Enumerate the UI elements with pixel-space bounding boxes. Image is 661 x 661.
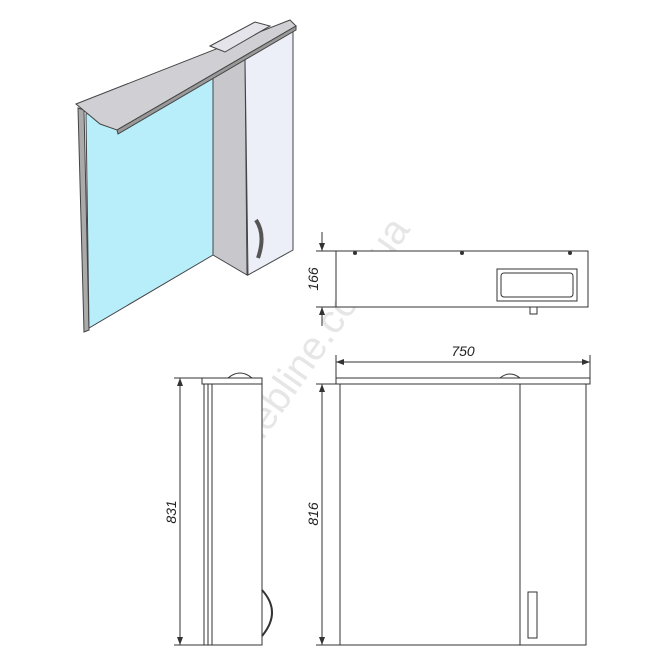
front-height-dimension-label: 816	[305, 502, 321, 526]
depth-dimension-label: 166	[305, 267, 321, 291]
isometric-view	[75, 19, 297, 333]
cabinet-door	[244, 29, 294, 276]
lamp	[208, 21, 272, 53]
shelf-front-edge	[116, 25, 297, 135]
front-view	[316, 355, 591, 646]
side-height-dimension-label: 831	[163, 500, 179, 523]
side-view	[174, 372, 273, 646]
width-dimension-label: 750	[451, 343, 475, 359]
cabinet-side-panel	[212, 56, 248, 276]
door-handle	[254, 218, 264, 259]
top-view	[316, 232, 589, 326]
